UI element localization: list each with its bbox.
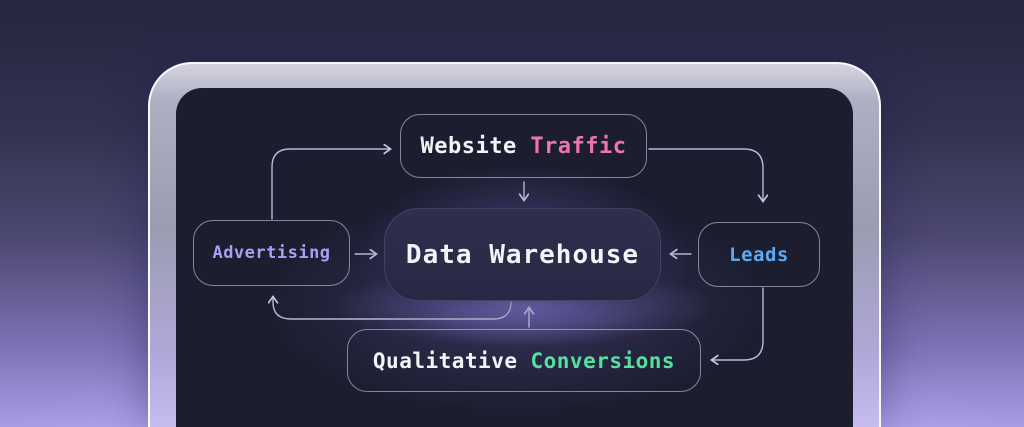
edge-website-traffic-to-leads — [648, 148, 763, 201]
leads-label: Leads — [729, 243, 789, 266]
edge-advertising-to-website-traffic — [271, 149, 390, 220]
node-qualitative-conversions: Qualitative Conversions — [347, 329, 701, 392]
node-leads: Leads — [698, 222, 820, 287]
website-traffic-label-part1: Website — [420, 133, 517, 159]
qualitative-conversions-label-part2: Conversions — [530, 348, 676, 373]
data-warehouse-label: Data Warehouse — [405, 239, 640, 270]
qualitative-conversions-label-part1: Qualitative — [372, 348, 518, 373]
edge-data-warehouse-to-advertising — [273, 297, 512, 320]
advertising-label: Advertising — [212, 243, 331, 263]
node-advertising: Advertising — [193, 220, 350, 286]
edge-leads-to-qualitative-conversions — [712, 287, 764, 360]
node-website-traffic: Website Traffic — [400, 114, 647, 178]
node-data-warehouse: Data Warehouse — [384, 208, 661, 301]
website-traffic-label-part2: Traffic — [530, 133, 627, 159]
